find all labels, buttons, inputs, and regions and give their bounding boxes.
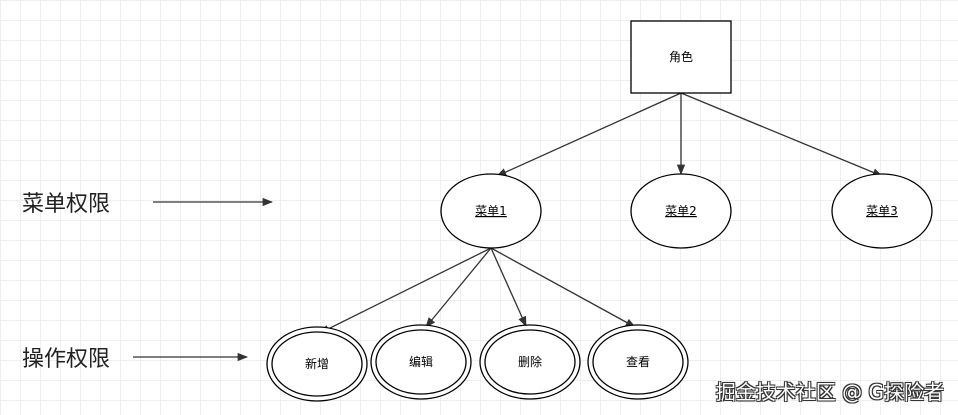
menu-node-1[interactable]: 菜单1 [440, 173, 542, 249]
edge-root-menu3 [680, 92, 883, 177]
operation-permission-label: 操作权限 [22, 347, 110, 372]
menu-node-3[interactable]: 菜单3 [831, 173, 933, 249]
edge-menu1-edit [425, 247, 492, 328]
edge-menu1-view [490, 247, 636, 328]
edge-menu1-delete [490, 247, 527, 327]
operation-node-delete[interactable]: 删除 [479, 324, 581, 400]
menu-permission-label: 菜单权限 [22, 192, 110, 217]
menu-node-1-label: 菜单1 [475, 204, 507, 218]
operation-node-add-label: 新增 [305, 356, 329, 371]
role-node[interactable]: 角色 [630, 20, 732, 94]
role-node-label: 角色 [669, 50, 693, 64]
operation-node-view-label: 查看 [626, 355, 650, 369]
menu-node-2[interactable]: 菜单2 [630, 173, 732, 249]
watermark-text: 掘金技术社区 @ G探险者 [715, 380, 944, 404]
operation-node-edit[interactable]: 编辑 [370, 324, 472, 400]
operation-node-edit-label: 编辑 [409, 354, 433, 369]
operation-node-view[interactable]: 查看 [587, 324, 689, 400]
edge-menu1-add [319, 247, 492, 334]
menu-node-2-label: 菜单2 [665, 204, 697, 218]
operation-node-delete-label: 删除 [518, 354, 542, 369]
edge-root-menu1 [496, 92, 682, 177]
menu-node-3-label: 菜单3 [866, 204, 898, 218]
operation-node-add[interactable]: 新增 [266, 326, 368, 402]
